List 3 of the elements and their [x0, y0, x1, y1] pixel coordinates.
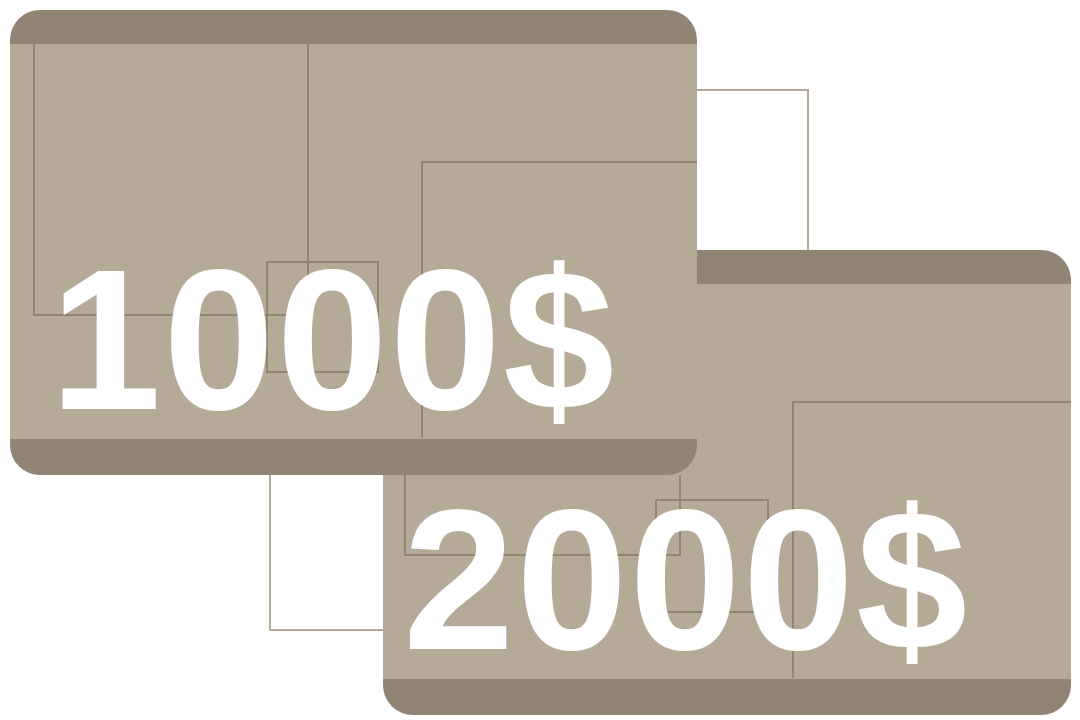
card-value: 2000$: [403, 480, 970, 679]
gift-card: [10, 10, 697, 475]
card-value: 1000$: [50, 240, 617, 439]
